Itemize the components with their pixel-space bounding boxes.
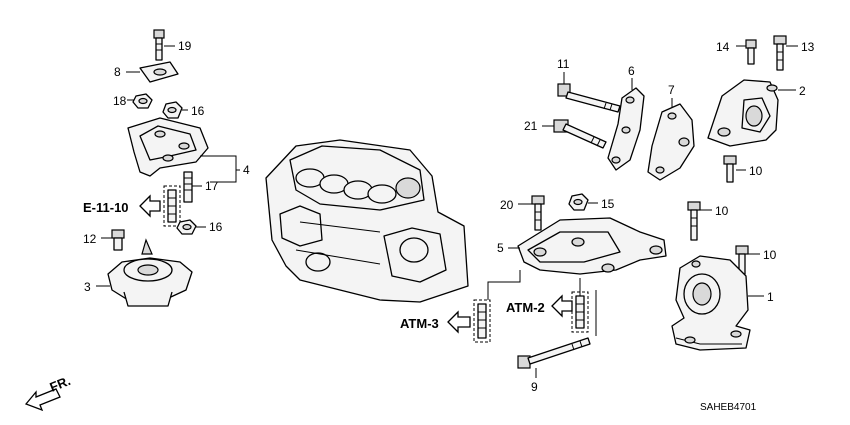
callout-11: 11 [557,57,570,71]
callout-13: 13 [801,40,815,54]
ref-atm-2: ATM-2 [506,300,545,315]
lead-atm-3 [487,270,521,300]
bolt-21 [542,119,607,149]
callout-6: 6 [628,64,635,78]
ref-e-11-10: E-11-10 [83,200,129,215]
bolt-14 [736,39,757,65]
callout-8: 8 [114,65,121,79]
bolt-10-a [723,155,746,183]
nut-18 [127,93,153,109]
bolt-13 [773,35,798,71]
nut-16-lower [176,219,206,235]
bolt-19 [153,29,175,61]
callout-10b: 10 [715,204,729,218]
diagram-code: SAHEB4701 [700,402,757,413]
nut-15 [568,193,598,211]
stud-17 [183,171,202,203]
callout-3: 3 [84,280,91,294]
mount-3 [96,238,193,307]
callout-10a: 10 [749,164,763,178]
bolt-9 [517,337,591,378]
bracket-6 [607,78,645,171]
callout-16a: 16 [191,104,205,118]
callout-2: 2 [799,84,806,98]
bracket-7 [647,98,695,181]
mount-2 [707,79,796,147]
ref-arrow-e-11-10 [139,194,161,218]
ref-atm-3: ATM-3 [400,316,439,331]
callout-18: 18 [113,94,127,108]
callout-1: 1 [767,290,774,304]
mount-1 [671,255,764,351]
bracket-5 [508,217,667,275]
callout-9: 9 [531,380,538,394]
engine-block [265,139,469,303]
callout-15: 15 [601,197,615,211]
nut-16-top [162,101,188,119]
stud-box-atm-3 [473,299,491,343]
bolt-10-b [687,201,712,241]
callout-7: 7 [668,83,675,97]
plate-8 [126,61,179,83]
callout-12: 12 [83,232,97,246]
callout-16b: 16 [209,220,223,234]
callout-14: 14 [716,40,730,54]
callout-4: 4 [243,163,250,177]
callout-19: 19 [178,39,192,53]
ref-arrow-atm-3 [447,310,471,334]
stud-box-atm-2 [571,291,589,333]
bolt-11 [557,72,621,113]
callout-20: 20 [500,198,514,212]
callout-21: 21 [524,119,538,133]
callout-10c: 10 [763,248,777,262]
front-arrow-icon [24,388,61,412]
bracket-4 [127,117,240,183]
callout-5: 5 [497,241,504,255]
bolt-12 [101,229,125,251]
stud-box-e-11-10 [163,185,181,227]
callout-17: 17 [205,179,219,193]
bolt-20 [518,195,545,231]
ref-arrow-atm-2 [551,294,573,318]
front-label: FR. [48,373,73,395]
